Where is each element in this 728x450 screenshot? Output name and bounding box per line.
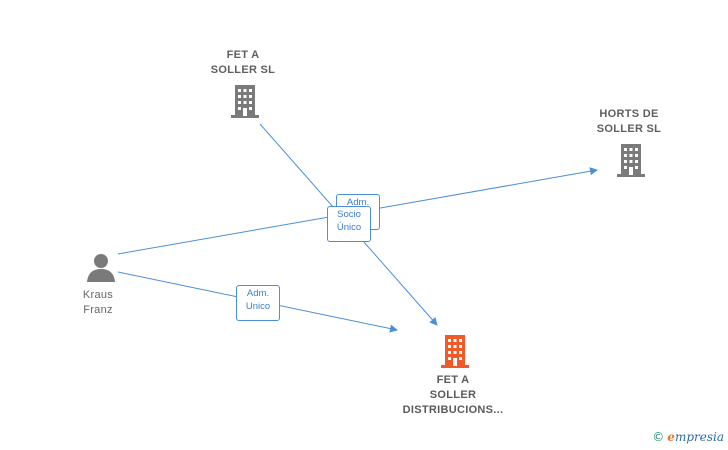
building-icon bbox=[231, 85, 259, 118]
building-icon bbox=[441, 335, 469, 368]
node-label-fet-a-soller-sl[interactable]: FET A SOLLER SL bbox=[210, 49, 276, 76]
node-label-kraus-franz[interactable]: Kraus Franz bbox=[82, 289, 114, 316]
building-icon bbox=[617, 144, 645, 177]
node-label-horts-de-soller[interactable]: HORTS DE SOLLER SL bbox=[596, 108, 662, 135]
person-icon bbox=[87, 254, 115, 282]
brand-initial: e bbox=[667, 430, 675, 444]
edge-label-adm-unico[interactable]: Adm. Unico bbox=[236, 285, 280, 321]
brand-name: mpresia bbox=[674, 430, 724, 444]
edge-label-socio-unico[interactable]: Socio Único bbox=[327, 206, 371, 242]
empresia-logo: ©empresia bbox=[652, 430, 724, 444]
copyright-symbol: © bbox=[652, 430, 665, 444]
node-label-fet-a-soller-distribucions[interactable]: FET A SOLLER DISTRIBUCIONS... bbox=[402, 374, 504, 416]
